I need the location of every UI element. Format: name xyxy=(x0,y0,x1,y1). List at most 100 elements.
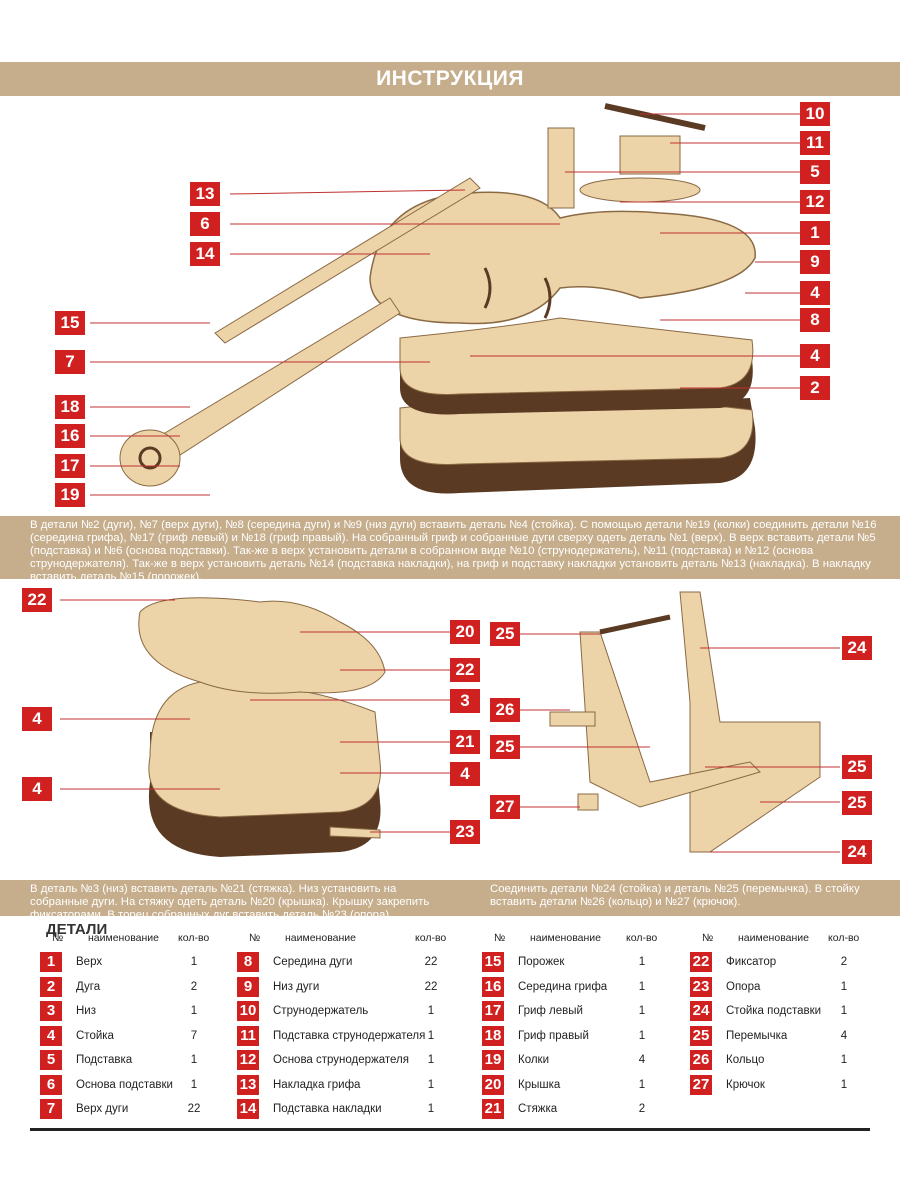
part-qty: 1 xyxy=(190,956,198,968)
callout-22a: 22 xyxy=(22,588,52,612)
part-name: Стойка подставки xyxy=(726,1005,822,1017)
page-title: ИНСТРУКЦИЯ xyxy=(376,67,524,90)
header-num: № xyxy=(702,932,714,944)
part-number-badge: 7 xyxy=(40,1099,62,1119)
part-name: Струнодержатель xyxy=(273,1005,369,1017)
header-qty: кол-во xyxy=(626,932,658,944)
assembly-instructions-step2: В деталь №3 (низ) вставить деталь №21 (с… xyxy=(0,880,900,921)
step1-text: В детали №2 (дуги), №7 (верх дуги), №8 (… xyxy=(30,519,877,583)
part-qty: 1 xyxy=(190,1005,198,1017)
callout-5: 5 xyxy=(800,160,830,184)
part-name: Порожек xyxy=(518,956,565,968)
callout-4a: 4 xyxy=(800,281,830,305)
part-qty: 22 xyxy=(424,980,438,993)
part-name: Подставка накладки xyxy=(273,1103,382,1115)
part-row: 9 Низ дуги 22 xyxy=(237,976,437,997)
part-name: Верх дуги xyxy=(76,1103,129,1115)
part-number-badge: 24 xyxy=(690,1001,712,1021)
part-name: Крючок xyxy=(726,1078,765,1091)
header-qty: кол-во xyxy=(178,932,210,944)
header-name: наименование xyxy=(530,932,602,944)
part-name: Крышка xyxy=(518,1078,561,1091)
part-name: Низ xyxy=(76,1005,97,1017)
part-number-badge: 9 xyxy=(237,976,259,997)
callout-9: 9 xyxy=(800,250,830,274)
part-name: Опора xyxy=(726,980,761,993)
callout-24a: 24 xyxy=(842,636,872,660)
part-number-badge: 25 xyxy=(690,1025,712,1046)
header-num: № xyxy=(249,932,261,944)
part-number-badge: 18 xyxy=(482,1025,504,1046)
header-name: наименование xyxy=(738,932,810,944)
part-qty: 1 xyxy=(840,1054,848,1066)
callout-27: 27 xyxy=(490,795,520,819)
tailpiece-part xyxy=(619,135,681,175)
part-name: Подставка xyxy=(76,1054,133,1066)
part-number-badge: 11 xyxy=(237,1025,259,1046)
part-qty: 7 xyxy=(190,1029,198,1042)
part-qty: 1 xyxy=(638,1005,646,1017)
part-number-badge: 15 xyxy=(482,952,504,972)
fingerboard-part xyxy=(214,177,481,344)
part-qty: 1 xyxy=(638,956,646,968)
part-qty: 1 xyxy=(638,1078,646,1091)
callout-2: 2 xyxy=(800,376,830,400)
callout-14: 14 xyxy=(190,242,220,266)
step3-text: Соединить детали №24 (стойка) и деталь №… xyxy=(490,883,860,908)
leader-lines-2 xyxy=(60,599,840,853)
case-assembly-diagram xyxy=(60,591,840,857)
part-row: 15 Порожек 1 xyxy=(482,952,682,972)
header-name: наименование xyxy=(88,932,160,944)
part-number-badge: 5 xyxy=(40,1050,62,1070)
header-qty: кол-во xyxy=(415,932,447,944)
callout-7: 7 xyxy=(55,350,85,374)
part-number-badge: 8 xyxy=(237,952,259,972)
part-name: Колки xyxy=(518,1054,550,1066)
part-row: 24 Стойка подставки 1 xyxy=(690,1001,890,1021)
callout-4c: 4 xyxy=(22,707,52,731)
step2-text: В деталь №3 (низ) вставить деталь №21 (с… xyxy=(30,883,430,921)
part-name: Гриф левый xyxy=(518,1005,583,1017)
callout-10: 10 xyxy=(800,102,830,126)
callout-25c: 25 xyxy=(842,755,872,779)
callout-25a: 25 xyxy=(490,622,520,646)
part-qty: 22 xyxy=(187,1103,201,1115)
callout-16: 16 xyxy=(55,424,85,448)
violin-assembly-diagram xyxy=(90,103,800,496)
part-number-badge: 20 xyxy=(482,1074,504,1095)
callout-8: 8 xyxy=(800,308,830,332)
callout-23: 23 xyxy=(450,820,480,844)
part-number-badge: 23 xyxy=(690,976,712,997)
callout-24b: 24 xyxy=(842,840,872,864)
part-qty: 1 xyxy=(427,1029,435,1042)
part-qty: 1 xyxy=(840,1078,848,1091)
part-qty: 1 xyxy=(840,980,848,993)
part-name: Верх xyxy=(76,956,103,968)
part-name: Низ дуги xyxy=(273,980,320,993)
stand-upright-part xyxy=(679,591,821,853)
part-name: Дуга xyxy=(76,980,101,993)
header-name: наименование xyxy=(285,932,357,944)
header-num: № xyxy=(52,932,64,944)
part-qty: 2 xyxy=(840,956,848,968)
part-qty: 22 xyxy=(424,956,438,968)
part-name: Середина дуги xyxy=(273,956,353,968)
part-number-badge: 10 xyxy=(237,1001,259,1021)
part-qty: 1 xyxy=(840,1005,848,1017)
part-name: Фиксатор xyxy=(726,956,777,968)
part-qty: 1 xyxy=(427,1005,435,1017)
part-qty: 4 xyxy=(638,1054,646,1066)
part-qty: 1 xyxy=(190,1054,198,1066)
part-number-badge: 6 xyxy=(40,1074,62,1095)
